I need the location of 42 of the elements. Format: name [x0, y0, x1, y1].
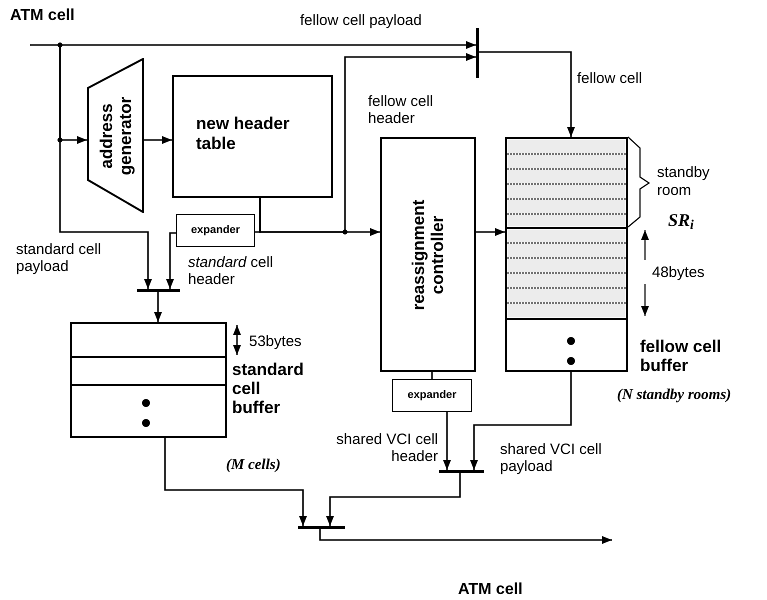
- connector-arrow: [154, 292, 162, 322]
- block-label: address generator: [96, 95, 134, 177]
- connector-arrow: [476, 228, 505, 236]
- edge-label: shared VCI cell header: [335, 431, 438, 465]
- expander-block: expander: [176, 214, 255, 247]
- text-label: ATM cell: [458, 580, 523, 600]
- edge-label: fellow cell payload: [300, 12, 422, 29]
- merge-bar: [476, 28, 479, 78]
- text-label: 53bytes: [249, 332, 302, 352]
- controller-block: [380, 137, 476, 372]
- connector-arrow: [259, 53, 476, 233]
- edge-label: standard cell header: [188, 254, 274, 288]
- merge-bar: [439, 470, 484, 473]
- connector-arrow: [144, 136, 172, 144]
- table-block: [172, 75, 333, 198]
- edge-label: fellow cell header: [368, 93, 434, 127]
- connector-arrow: [470, 372, 572, 470]
- text-label: ATM cell: [10, 6, 75, 26]
- block-label: new header table: [196, 114, 291, 154]
- buffer-label: fellow cell buffer: [640, 337, 722, 375]
- block-label: reassignment controller: [409, 198, 447, 312]
- connector-arrow: [164, 438, 307, 526]
- connector-arrow: [30, 41, 476, 49]
- edge-label: standard cell payload: [16, 241, 102, 275]
- edge-label: fellow cell: [577, 70, 642, 87]
- merge-bar: [137, 289, 180, 292]
- text-label: SR$_{i}$: [668, 209, 694, 234]
- buffer-capacity: (M cells): [226, 456, 281, 475]
- expander-block: expander: [392, 379, 472, 412]
- connector-arrow: [479, 51, 575, 137]
- connector-arrow: [166, 232, 176, 289]
- text-label: standby room: [657, 164, 711, 200]
- connector-arrow: [59, 45, 152, 289]
- edge-label: shared VCI cell payload: [500, 441, 603, 475]
- buffer-label: standard cell buffer: [232, 360, 304, 417]
- connector-arrow: [326, 473, 461, 526]
- text-label: 48bytes: [652, 263, 705, 283]
- buffer-capacity: (N standby rooms): [617, 386, 732, 405]
- merge-bar: [298, 526, 345, 529]
- trapezoid-block: [87, 58, 144, 213]
- connector-arrow: [443, 412, 451, 470]
- connector-arrow: [319, 529, 612, 544]
